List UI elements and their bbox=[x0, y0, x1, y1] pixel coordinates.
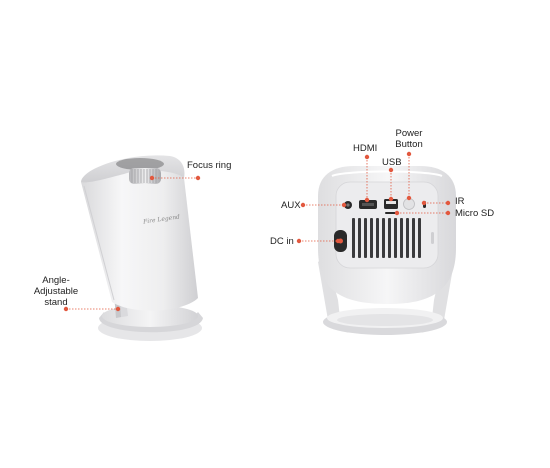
usb-label: USB bbox=[382, 157, 402, 168]
projector-rear-view bbox=[318, 166, 456, 335]
dc-in-label: DC in bbox=[270, 236, 294, 247]
aux-port bbox=[344, 201, 352, 209]
hdmi-port bbox=[359, 200, 377, 209]
stand-label: Angle- Adjustable stand bbox=[30, 275, 82, 308]
vent-grille bbox=[352, 218, 421, 258]
hdmi-label: HDMI bbox=[353, 143, 378, 154]
projector-body bbox=[81, 155, 198, 311]
focus-ring bbox=[129, 168, 161, 184]
micro-sd-slot bbox=[385, 212, 397, 214]
power-label-line2: Button bbox=[395, 139, 423, 150]
aux-label: AUX bbox=[281, 200, 301, 211]
power-button-label: Power Button bbox=[389, 128, 429, 150]
callout-lines bbox=[63, 151, 451, 312]
focus-ring-label: Focus ring bbox=[187, 160, 232, 171]
stand-label-line2: Adjustable bbox=[33, 286, 79, 297]
power-label-line1: Power bbox=[395, 128, 423, 139]
stand-label-line3: stand bbox=[44, 297, 68, 308]
micro-sd-label: Micro SD bbox=[455, 208, 495, 219]
usb-port bbox=[384, 199, 398, 209]
ir-label: IR bbox=[455, 196, 465, 207]
stand-label-line1: Angle- bbox=[42, 275, 70, 286]
